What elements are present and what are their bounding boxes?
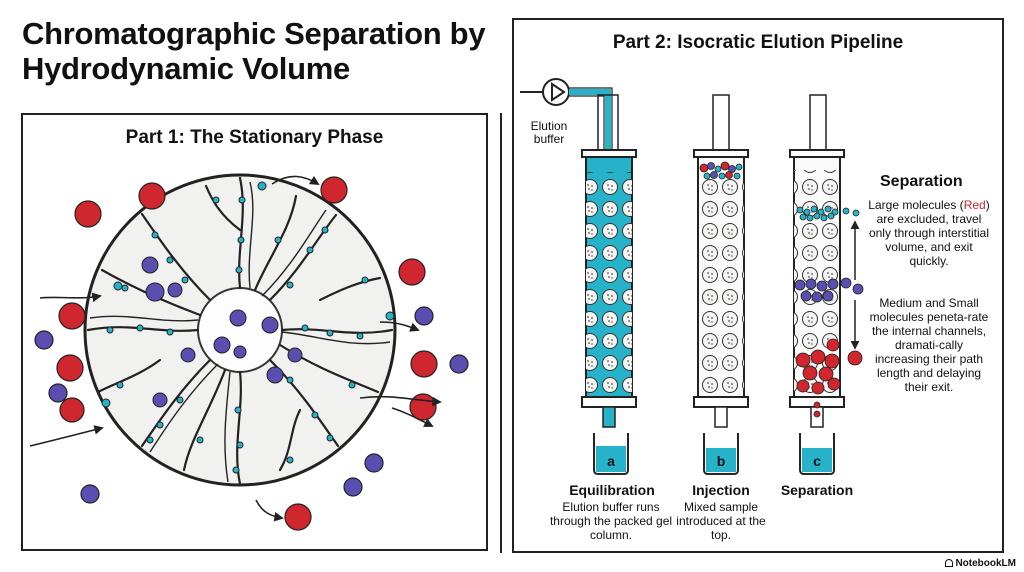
separated-large-band: [795, 338, 863, 418]
elution-buffer-label: Elution buffer: [530, 119, 568, 146]
large-molecules: [56, 176, 438, 531]
medium-molecules: [141, 256, 303, 408]
buffer-tube: [569, 89, 611, 150]
beaker-c: [799, 433, 835, 475]
notebooklm-logo: NotebookLM: [945, 558, 1016, 569]
flow-arrows: [29, 175, 442, 522]
panel-divider: [500, 113, 502, 553]
beaker-a-letter: a: [607, 453, 615, 469]
small-molecules: [106, 196, 369, 474]
separated-small-band: [796, 205, 860, 222]
column-a: [581, 94, 637, 428]
column-b: [693, 94, 749, 428]
part1-panel: Part 1: The Stationary Phase: [21, 113, 488, 551]
red-keyword: Red: [963, 198, 986, 212]
bead-inner-walls: [89, 181, 391, 483]
column-b-title: Injection: [692, 482, 750, 498]
part2-panel: Part 2: Isocratic Elution Pipeline: [512, 18, 1004, 553]
part1-title: Part 1: The Stationary Phase: [125, 127, 384, 148]
column-c-title: Separation: [780, 482, 854, 498]
outside-small-molecules: [101, 181, 395, 408]
main-title: Chromatographic Separation by Hydrodynam…: [22, 16, 486, 86]
beaker-c-letter: c: [813, 453, 821, 469]
column-b-caption: Mixed sample introduced at the top.: [676, 500, 766, 542]
small-molecules-note: Medium and Small molecules peneta-rate t…: [869, 296, 989, 394]
separation-heading: Separation: [880, 173, 963, 190]
column-c: [789, 94, 845, 428]
part2-title: Part 2: Isocratic Elution Pipeline: [612, 32, 904, 53]
column-a-caption: Elution buffer runs through the packed g…: [549, 500, 673, 542]
separated-medium-band: [794, 277, 864, 303]
injected-sample: [699, 161, 743, 180]
column-a-title: Equilibration: [569, 482, 655, 498]
beaker-a: [593, 433, 629, 475]
notebooklm-icon: [945, 559, 954, 567]
large-molecules-note: Large molecules (Red) are excluded, trav…: [868, 198, 990, 268]
pump-icon: [542, 78, 570, 106]
outside-medium-molecules: [34, 306, 469, 504]
beaker-b-letter: b: [717, 453, 726, 469]
beaker-b: [703, 433, 739, 475]
